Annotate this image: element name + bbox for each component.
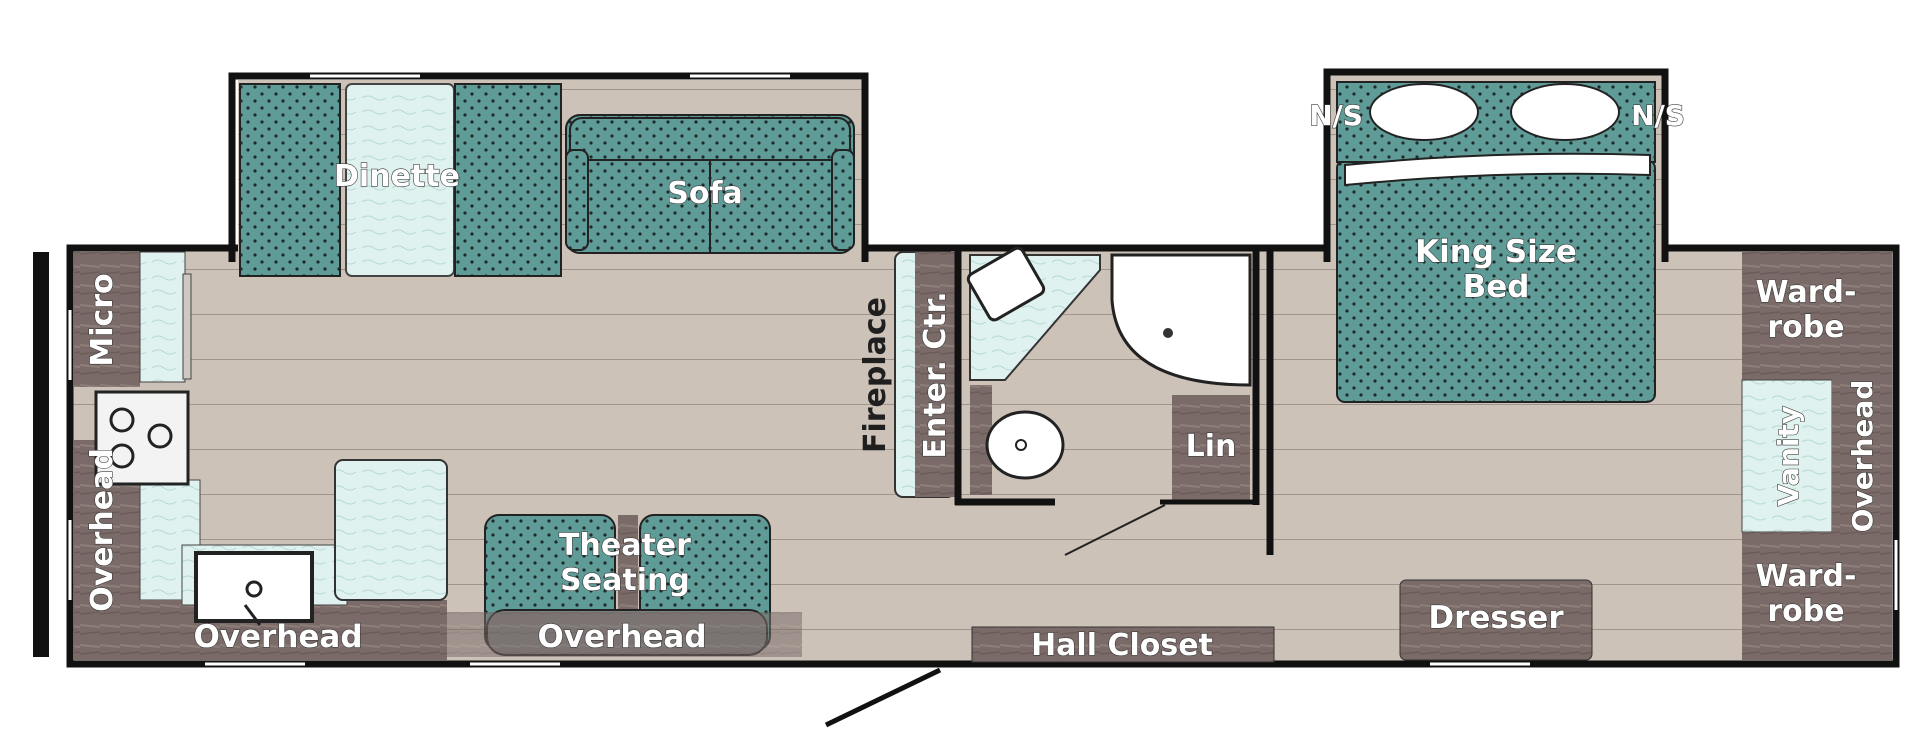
wardrobe-bottom (1742, 532, 1892, 660)
hall-closet-label: Hall Closet (1031, 628, 1213, 663)
dinette-bench-right (454, 83, 562, 277)
wardrobe-top-label-line2: robe (1767, 310, 1844, 345)
wardrobe-top-label-line1: Ward- (1756, 275, 1857, 310)
bedroom-slideout-wall (1323, 68, 1669, 262)
dresser-label: Dresser (1428, 600, 1564, 636)
ns-left-label: N/S (1309, 99, 1363, 132)
vanity-label: Vanity (1772, 406, 1805, 506)
lin-closet (1172, 395, 1250, 500)
sofa (565, 114, 855, 254)
pantry-counter (334, 459, 448, 601)
overhead-right-label: Overhead (1846, 380, 1879, 533)
overhead-left-label: Overhead (85, 448, 120, 612)
overhead-theater-label: Overhead (537, 619, 706, 655)
bath-door-swing (1064, 504, 1166, 556)
vanity-counter (1741, 379, 1833, 533)
theater-label-line2: Seating (560, 563, 690, 598)
micro-label: Micro (85, 273, 120, 366)
micro-cabinet (74, 252, 140, 387)
fireplace-label: Fireplace (858, 297, 893, 453)
overhead-kitchen-label: Overhead (193, 619, 362, 655)
wardrobe-top (1742, 252, 1892, 380)
bed-label-line2: Bed (1463, 269, 1530, 305)
sofa-label: Sofa (667, 176, 743, 211)
front-cap-bar (33, 252, 49, 657)
wardrobe-bottom-label-line2: robe (1767, 594, 1844, 629)
sofa-shelf (564, 82, 860, 112)
enter-ctr-cabinet (915, 252, 955, 497)
dinette-bench-left (239, 83, 341, 277)
kitchen-counter-left (139, 251, 186, 383)
dinette-label: Dinette (334, 159, 460, 194)
bed-label-line1: King Size (1415, 234, 1577, 270)
wardrobe-bottom-label-line1: Ward- (1756, 559, 1857, 594)
enter-ctr-label: Enter. Ctr. (918, 291, 953, 458)
entry-door-swing (824, 667, 942, 728)
kitchen-sink (194, 551, 314, 626)
overhead-right-cabinet (1832, 380, 1892, 532)
stove (94, 390, 190, 486)
king-bed (1336, 81, 1656, 403)
main-wall (66, 244, 1900, 668)
ns-right-label: N/S (1631, 99, 1685, 132)
lin-label: Lin (1186, 429, 1237, 464)
micro-door (182, 273, 192, 380)
overhead-theater-cabinet (447, 612, 802, 657)
theater-label-line1: Theater (559, 528, 691, 563)
dresser (1399, 579, 1593, 661)
living-slideout-wall (228, 72, 869, 262)
bathroom (966, 246, 1252, 495)
hall-closet (971, 626, 1275, 663)
